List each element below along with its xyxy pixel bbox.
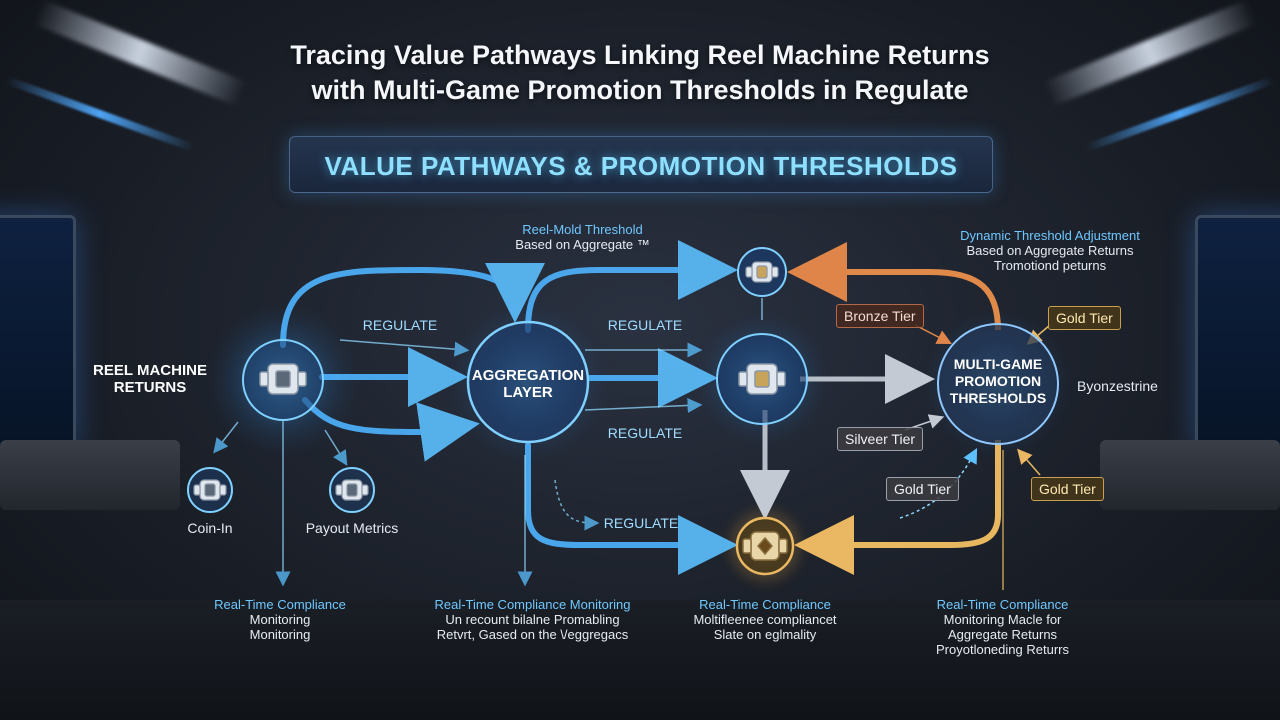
byonzestrine-label: Byonzestrine <box>1077 378 1158 394</box>
payout-metrics-label: Payout Metrics <box>305 520 399 536</box>
dynamic-threshold-annotation: Dynamic Threshold Adjustment Based on Ag… <box>935 228 1165 273</box>
thin-flow-3 <box>584 397 703 413</box>
compliance-4-line-1: Monitoring Macle for <box>943 612 1062 627</box>
flow-promo-to-top <box>787 242 1001 331</box>
dynamic-threshold-title: Dynamic Threshold Adjustment <box>960 228 1140 243</box>
compliance-3-line-1: Moltifleenee compliancet <box>693 612 837 627</box>
compliance-block-4: Real-Time Compliance Monitoring Macle fo… <box>905 597 1100 657</box>
reel-hold-title: Reel-Mold Threshold <box>522 222 643 237</box>
agg-node-ring <box>466 320 590 444</box>
compliance-2-line-1: Un recount bilalne Promabling <box>445 612 620 627</box>
regulate-label-2: REGULATE <box>607 317 683 333</box>
flow-agg-to-top <box>525 240 738 333</box>
gold-tier-badge-right: Gold Tier <box>1031 477 1104 501</box>
compliance-4-line-3: Proyotloneding Returrs <box>936 642 1069 657</box>
aggregation-layer-label: AGGREGATION LAYER <box>463 367 593 401</box>
compliance-1-line-2: Monitoring <box>249 627 311 642</box>
bottom-machine-icon <box>742 531 788 561</box>
compliance-1-title: Real-Time Compliance <box>214 597 346 612</box>
flow-promo-to-bottom <box>794 440 1001 575</box>
payout-machine-icon <box>335 479 369 501</box>
reel-hold-annotation: Reel-Mold Threshold Based on Aggregate ™ <box>495 222 670 252</box>
promo-label-line-1: MULTI-GAME <box>953 356 1043 372</box>
flow-reel-to-agg-top <box>280 262 545 348</box>
gold-tier-badge-top: Gold Tier <box>1048 306 1121 330</box>
agg-label-line-1: AGGREGATION <box>471 367 585 384</box>
thin-flow-1 <box>339 339 470 357</box>
regulate-label-1: REGULATE <box>362 317 438 333</box>
promo-threshold-label: MULTI-GAME PROMOTION THRESHOLDS <box>938 356 1058 407</box>
promo-label-line-3: THRESHOLDS <box>949 390 1047 406</box>
reel-label-line-2: RETURNS <box>113 379 187 396</box>
dynamic-threshold-sub-2: Tromotiond peturns <box>993 258 1107 273</box>
compliance-block-3: Real-Time Compliance Moltifleenee compli… <box>670 597 860 642</box>
compliance-1-line-1: Monitoring <box>249 612 311 627</box>
compliance-3-line-2: Slate on eglmality <box>713 627 817 642</box>
top-machine-icon <box>745 261 779 283</box>
banner-text: VALUE PATHWAYS & PROMOTION THRESHOLDS <box>324 151 958 181</box>
title-line-1: Tracing Value Pathways Linking Reel Mach… <box>290 40 990 70</box>
promo-label-line-2: PROMOTION <box>954 373 1042 389</box>
section-banner: VALUE PATHWAYS & PROMOTION THRESHOLDS <box>289 136 993 193</box>
flow-agg-to-bottom <box>525 442 738 575</box>
gold-tier-badge-mid: Gold Tier <box>886 477 959 501</box>
thin-flow-14 <box>1017 448 1041 476</box>
coin-machine-icon <box>193 479 227 501</box>
reel-machine-icon <box>259 363 307 395</box>
reel-label-line-1: REEL MACHINE <box>93 362 207 379</box>
compliance-block-1: Real-Time Compliance Monitoring Monitori… <box>180 597 380 642</box>
compliance-2-line-2: Retvrt, Gased on the \/eggregacs <box>436 627 629 642</box>
dynamic-threshold-sub-1: Based on Aggregate Returns <box>966 243 1134 258</box>
thin-flow-4 <box>213 421 239 454</box>
agg-label-line-2: LAYER <box>503 384 553 401</box>
compliance-block-2: Real-Time Compliance Monitoring Un recou… <box>405 597 660 642</box>
coin-in-label: Coin-In <box>187 520 233 536</box>
bronze-tier-badge: Bronze Tier <box>836 304 924 328</box>
thin-flow-5 <box>324 429 348 466</box>
silver-tier-badge: Silveer Tier <box>837 427 924 451</box>
flow-reel-to-agg-low <box>302 397 480 462</box>
page-title: Tracing Value Pathways Linking Reel Mach… <box>190 38 1090 108</box>
promo-node-ring <box>937 323 1059 445</box>
regulate-label-3: REGULATE <box>607 425 683 441</box>
hub-machine-icon <box>738 363 786 395</box>
title-line-2: with Multi-Game Promotion Thresholds in … <box>311 75 969 105</box>
compliance-2-title: Real-Time Compliance Monitoring <box>434 597 631 612</box>
compliance-4-line-2: Aggregate Returns <box>947 627 1058 642</box>
reel-hold-sub: Based on Aggregate ™ <box>515 237 650 252</box>
compliance-3-title: Real-Time Compliance <box>699 597 831 612</box>
thin-flow-9 <box>554 479 600 531</box>
reel-machine-label: REEL MACHINE RETURNS <box>80 362 220 396</box>
regulate-label-4: REGULATE <box>603 515 679 531</box>
compliance-4-title: Real-Time Compliance <box>936 597 1069 612</box>
